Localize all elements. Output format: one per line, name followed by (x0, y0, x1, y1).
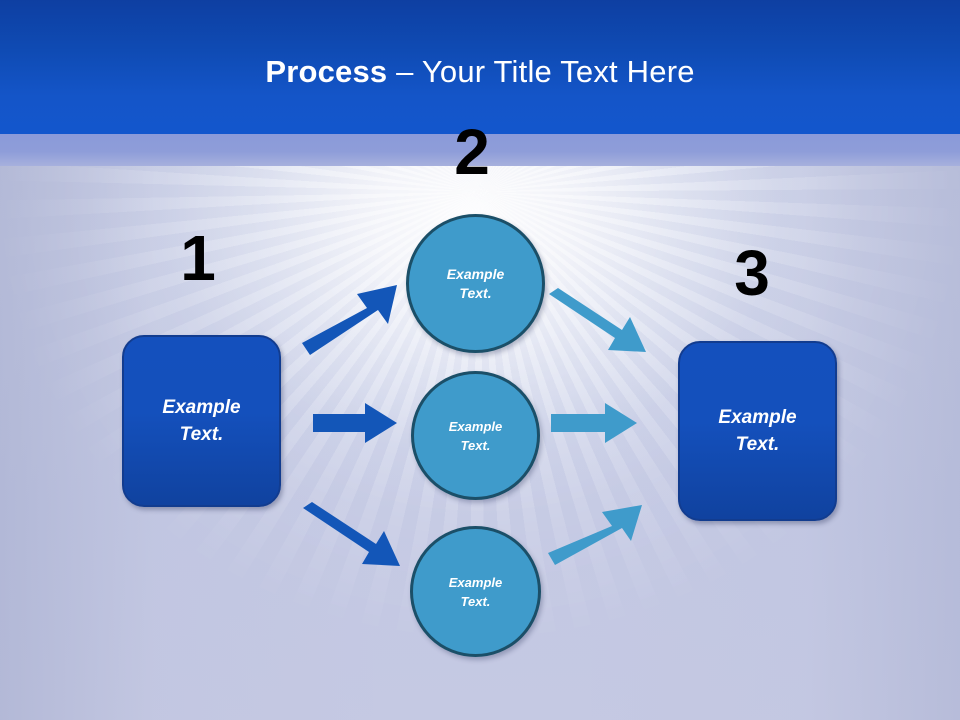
arrow-right-icon (313, 403, 397, 443)
process-circle-top[interactable]: Example Text. (406, 214, 545, 353)
input-process-box-label: Example Text. (162, 397, 241, 445)
page-title-strong: Process (265, 54, 388, 89)
arrow-up-right-icon (302, 285, 397, 355)
arrow-down-right-icon (549, 288, 646, 352)
arrow-right-icon (551, 403, 637, 443)
output-process-box-label: Example Text. (718, 407, 797, 455)
step-number-2: 2 (454, 116, 490, 188)
step-number-3: 3 (734, 237, 770, 309)
arrow-down-right-icon (303, 502, 400, 566)
process-circle-bottom-label: Example Text. (448, 574, 503, 609)
step-number-1: 1 (180, 222, 216, 294)
input-process-box[interactable]: Example Text. (122, 335, 281, 507)
arrow-up-right-icon (548, 505, 642, 565)
arrow-input-to-top-circle (300, 283, 400, 355)
header-band (0, 0, 960, 134)
arrow-bottom-circle-to-output (546, 503, 646, 565)
arrow-input-to-middle-circle (313, 403, 397, 443)
process-circle-middle-label: Example Text. (448, 418, 503, 453)
process-circle-top-label: Example Text. (446, 265, 505, 301)
output-process-box[interactable]: Example Text. (678, 341, 837, 521)
header-sub-band (0, 134, 960, 166)
process-circle-bottom[interactable]: Example Text. (410, 526, 541, 657)
page-title: Process – Your Title Text Here (0, 52, 960, 92)
arrow-middle-circle-to-output (551, 403, 637, 443)
arrow-top-circle-to-output (547, 288, 649, 354)
arrow-input-to-bottom-circle (301, 502, 403, 568)
page-title-rest: – Your Title Text Here (387, 54, 695, 89)
process-circle-middle[interactable]: Example Text. (411, 371, 540, 500)
